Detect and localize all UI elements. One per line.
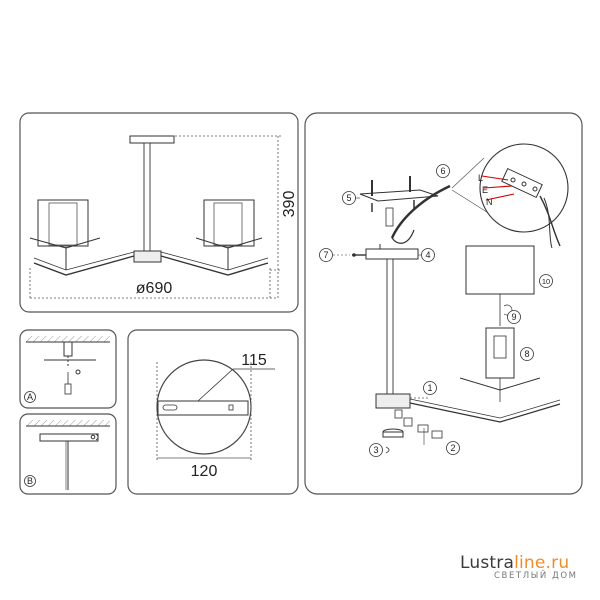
canopy-bar-dimension: 115 bbox=[241, 352, 267, 369]
callout-7: 7 bbox=[323, 250, 328, 260]
callout-3: 3 bbox=[373, 445, 378, 455]
panel-b-label: B bbox=[27, 476, 33, 486]
brand-name-part2: line.ru bbox=[514, 553, 570, 573]
mounting-panel-a: A bbox=[19, 329, 117, 409]
small-parts bbox=[382, 409, 443, 445]
callout-9: 9 bbox=[511, 312, 516, 322]
callout-5: 5 bbox=[346, 193, 351, 203]
mounting-plate bbox=[359, 176, 439, 227]
callout-4: 4 bbox=[425, 250, 430, 260]
callout-8: 8 bbox=[524, 349, 529, 359]
brand-tagline: СВЕТЛЫЙ ДОМ bbox=[494, 571, 578, 581]
height-dimension: 390 bbox=[281, 191, 298, 218]
terminal-block-detail: L E N bbox=[451, 143, 569, 249]
wire-label-n: N bbox=[486, 197, 493, 207]
mounting-panel-b: B bbox=[19, 413, 117, 495]
callout-1: 1 bbox=[427, 383, 432, 393]
callouts: 5 6 7 4 10 9 8 1 2 3 bbox=[319, 164, 553, 457]
brand-watermark: Lustraline.ru СВЕТЛЫЙ ДОМ bbox=[460, 553, 578, 581]
callout-10: 10 bbox=[542, 277, 550, 286]
brand-name-part1: Lustra bbox=[460, 553, 515, 573]
callout-2: 2 bbox=[450, 443, 455, 453]
lamp-shade bbox=[459, 245, 541, 402]
assembly-panel: L E N bbox=[304, 112, 583, 495]
wire-label-e: E bbox=[482, 185, 488, 195]
canopy-width-dimension: 120 bbox=[191, 463, 218, 480]
dimensions-panel: 390 ø690 bbox=[19, 112, 299, 313]
wire-label-l: L bbox=[478, 173, 483, 183]
panel-a-label: A bbox=[27, 392, 33, 402]
canopy-detail-panel: 115 120 bbox=[127, 329, 299, 495]
callout-6: 6 bbox=[440, 166, 445, 176]
diameter-dimension: ø690 bbox=[136, 280, 173, 297]
